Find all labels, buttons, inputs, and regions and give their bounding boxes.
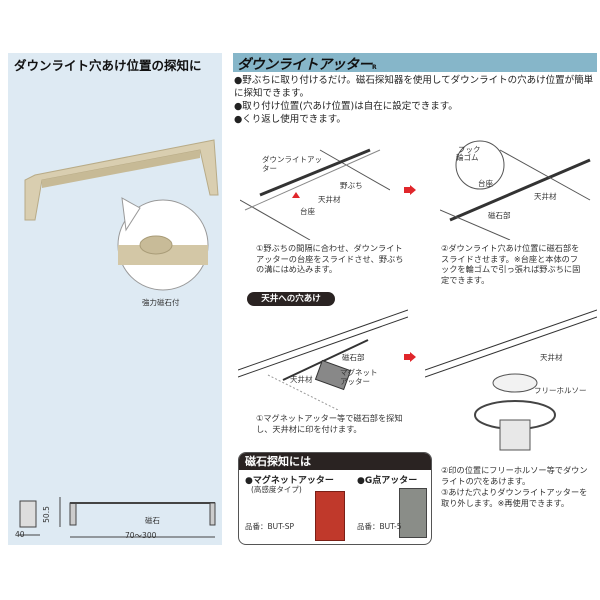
product-title: ダウンライトアッターR	[237, 57, 377, 73]
drilling-step2-illustration	[425, 309, 597, 451]
step1-caption: ①野ぶちの間隔に合わせ、ダウンライトアッターの台座をスライドさせ、野ぶちの溝には…	[256, 243, 404, 274]
step2-illustration	[440, 140, 591, 240]
magnet-detection-title: 磁石探知には	[239, 453, 431, 470]
dim-height: 50.5	[41, 506, 51, 523]
magnet-atter-part: 品番：BUT-SP	[245, 522, 295, 531]
arrow-right-icon	[404, 352, 416, 362]
step2-label-magnet: 磁石部	[488, 211, 511, 220]
step1-illustration	[240, 148, 390, 240]
magnet-detection-box: 磁石探知には ●マグネットアッター (高感度タイプ) 品番：BUT-SP ●G点…	[238, 452, 432, 545]
drilling-label-detector: マグネットアッター	[340, 368, 378, 386]
g-atter-part: 品番：BUT-5	[357, 522, 402, 531]
drilling-badge: 天井への穴あけ	[247, 292, 335, 306]
feature-2: ●取り付け位置(穴あけ位置)は自在に設定できます。	[234, 101, 458, 112]
dimension-drawing	[18, 497, 216, 538]
feature-3: ●くり返し使用できます。	[234, 114, 346, 125]
magnet-callout	[117, 197, 209, 291]
drilling-label-ceiling: 天井材	[290, 375, 313, 384]
magnet-callout-label: 強力磁石付	[142, 298, 180, 307]
product-illustration	[24, 139, 219, 221]
magnet-atter-sub: (高感度タイプ)	[251, 485, 302, 494]
step2-label-base: 台座	[478, 179, 493, 188]
dim-length: 70〜300	[125, 531, 157, 540]
magnet-atter-name: ●マグネットアッター	[245, 476, 334, 486]
step2-caption: ②ダウンライト穴あけ位置に磁石部をスライドさせます。※台座と本体のフックを輪ゴム…	[441, 243, 581, 285]
drilling-caption-1: ①マグネットアッター等で磁石部を探知し、天井材に印を付けます。	[256, 413, 403, 434]
g-atter-name: ●G点アッター	[357, 476, 418, 486]
drilling-label-magnet: 磁石部	[342, 353, 365, 362]
left-panel-title: ダウンライト穴あけ位置の探知に	[14, 58, 202, 73]
left-panel	[8, 53, 222, 545]
step1-label-ceiling: 天井材	[318, 195, 341, 204]
drilling-step1-illustration	[238, 309, 408, 410]
dim-width: 40	[15, 530, 25, 539]
step2-label-hook: フック	[458, 145, 481, 154]
drilling-label-ceiling2: 天井材	[540, 353, 563, 362]
step2-label-rubber: 輪ゴム	[456, 153, 479, 162]
step2-label-ceiling: 天井材	[534, 192, 557, 201]
drilling-caption-3: ③あけた穴よりダウンライトアッターを取り外します。※再使用できます。	[441, 487, 588, 508]
step1-label-nobuchi: 野ぶち	[340, 181, 363, 190]
drilling-caption-2: ②印の位置にフリーホルソー等でダウンライトの穴をあけます。	[441, 465, 588, 486]
arrow-right-icon	[404, 185, 416, 195]
drilling-label-holesaw: フリーホルソー	[534, 386, 587, 395]
step1-label-product: ダウンライトアッター	[262, 155, 322, 173]
feature-1: ●野ぶちに取り付けるだけ。磁石探知器を使用してダウンライトの穴あけ位置が簡単に探…	[234, 75, 594, 99]
title-bar	[233, 53, 597, 72]
step1-label-base: 台座	[300, 207, 315, 216]
magnet-atter-image	[315, 491, 345, 541]
dim-magnet-label: 磁石	[145, 516, 160, 525]
g-atter-image	[399, 488, 427, 538]
